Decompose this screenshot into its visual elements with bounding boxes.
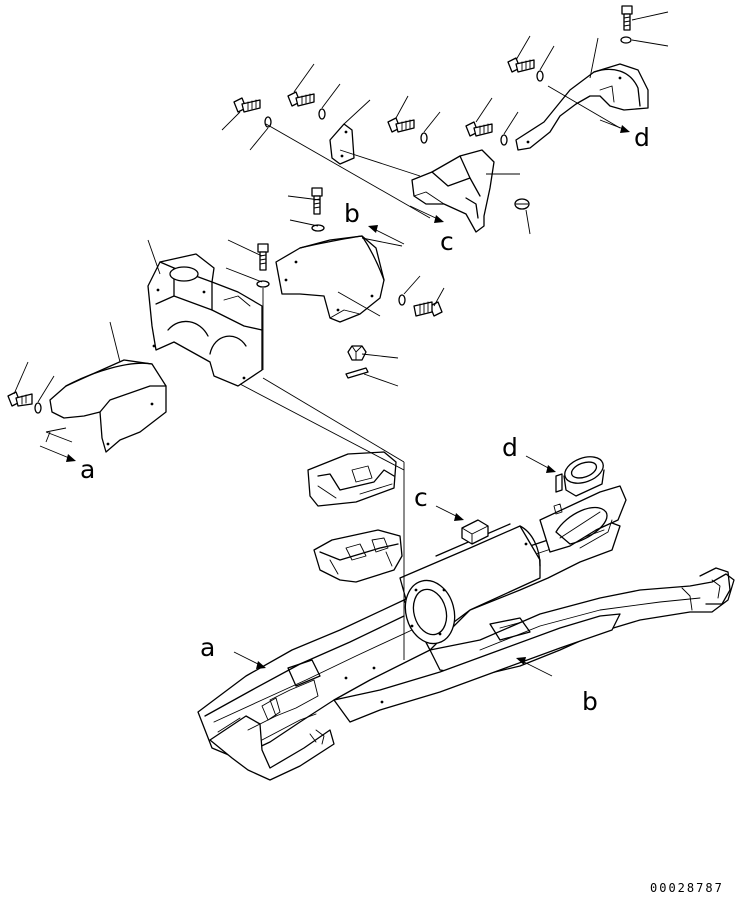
track-frame	[197, 456, 735, 781]
washer-right-middle	[398, 294, 406, 306]
bolt-upper-center-2	[387, 117, 415, 133]
arrows	[39, 119, 630, 677]
bolt-right-middle	[413, 301, 443, 317]
label-c-top: c	[440, 227, 454, 256]
cover-upper-right	[515, 63, 649, 151]
label-a-left: a	[80, 455, 95, 484]
washer-upper-right-2	[500, 134, 508, 146]
washer-left	[34, 402, 42, 414]
cover-left	[49, 359, 167, 453]
nut-middle	[347, 345, 367, 361]
leader-lines	[13, 11, 669, 660]
bolt-left	[7, 391, 33, 407]
bolt-top-right	[621, 5, 633, 31]
label-b-top: b	[344, 199, 360, 228]
label-d-top: d	[634, 123, 650, 152]
washer-upper-right-1	[536, 70, 544, 82]
cap-right-upper	[514, 198, 530, 210]
washer-vertical-left	[256, 280, 270, 288]
bolt-upper-left	[233, 97, 261, 113]
drawing-number: 00028787	[650, 881, 724, 895]
spring-case-housing	[147, 253, 263, 387]
washer-upper-center-1	[318, 108, 326, 120]
bolt-vertical-left	[257, 243, 269, 271]
bracket-upper-center	[329, 123, 495, 233]
bolt-upper-right-1	[507, 57, 535, 73]
washer-top-right	[620, 36, 632, 44]
bolt-vertical-middle	[311, 187, 323, 215]
label-c-frame: c	[414, 483, 428, 512]
bolt-upper-center-1	[287, 91, 315, 107]
pin-middle	[345, 367, 369, 379]
cover-middle	[275, 235, 385, 323]
guide-bracket-lower	[313, 529, 403, 583]
label-a-frame: a	[200, 633, 215, 662]
label-d-frame: d	[502, 433, 518, 462]
washer-vertical-middle	[311, 224, 325, 232]
bolt-upper-right-2	[465, 121, 493, 137]
washer-upper-center-2	[420, 132, 428, 144]
label-b-frame: b	[582, 687, 598, 716]
guide-bracket-upper	[307, 451, 397, 507]
